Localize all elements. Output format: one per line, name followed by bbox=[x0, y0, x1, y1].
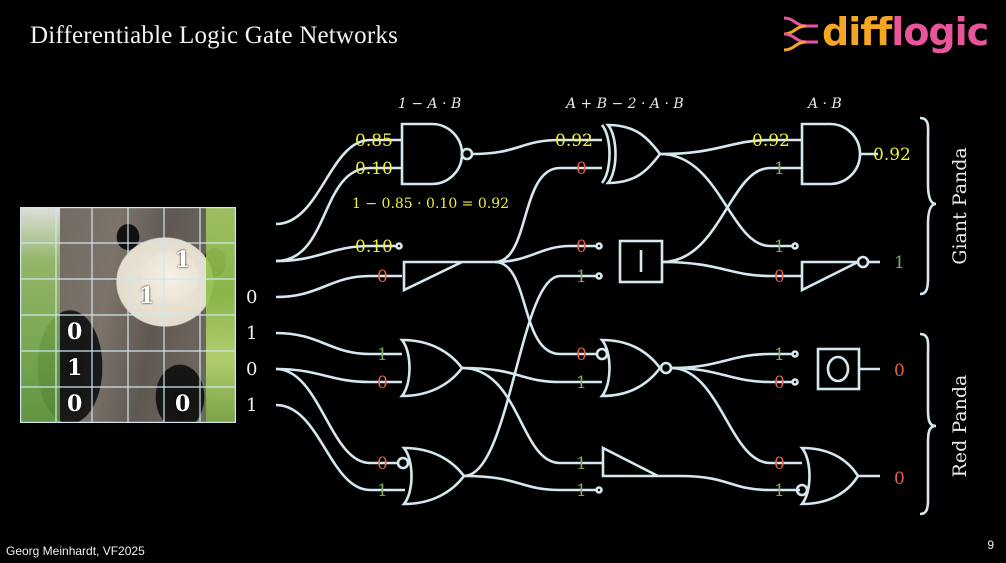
not-input-b-value: 0 bbox=[774, 267, 785, 287]
buffer-gate bbox=[402, 260, 463, 293]
and-input-b-value: 1 bbox=[774, 159, 785, 179]
xor-input-b-value: 0 bbox=[576, 159, 587, 179]
zero-output-value: 0 bbox=[894, 361, 905, 381]
or-input-a-value: 1 bbox=[377, 345, 388, 365]
buffer2-input-a-value: 1 bbox=[576, 454, 587, 474]
layer2-wires bbox=[461, 138, 602, 492]
constant-zero-gate bbox=[816, 347, 880, 391]
ident-input-b-value: 1 bbox=[576, 267, 587, 287]
logo-network-icon bbox=[783, 16, 818, 52]
input-value: 1 bbox=[246, 395, 258, 416]
nand-input-b-value: 0.10 bbox=[355, 159, 393, 179]
grid-cell-value: 0 bbox=[67, 319, 83, 345]
and-gate bbox=[800, 122, 878, 186]
difflogic-logo: difflogic bbox=[778, 10, 998, 62]
terminator-dot bbox=[595, 272, 603, 280]
or3-input-a-value: 0 bbox=[774, 454, 785, 474]
nor2-input-a-value: 0 bbox=[576, 345, 587, 365]
not-output-value: 1 bbox=[894, 253, 905, 273]
brace-red-panda bbox=[919, 332, 937, 516]
xor-gate bbox=[600, 123, 662, 185]
buffer-gate bbox=[601, 445, 659, 478]
author-footer: Georg Meinhardt, VF2025 bbox=[6, 544, 145, 558]
not-input-a-value: 1 bbox=[774, 237, 785, 257]
terminator-dot bbox=[395, 242, 403, 250]
terminator-dot bbox=[791, 350, 799, 358]
input-value: 1 bbox=[246, 323, 258, 344]
nand-gate bbox=[400, 122, 474, 186]
xor-input-a-value: 0.92 bbox=[555, 131, 593, 151]
xor-formula: A + B − 2 · A · B bbox=[564, 96, 684, 112]
nor-input-a-value: 0 bbox=[377, 454, 388, 474]
terminator-dot bbox=[595, 242, 603, 250]
example-computation: 1 − 0.85 · 0.10 = 0.92 bbox=[352, 196, 509, 212]
or3-output-value: 0 bbox=[894, 469, 905, 489]
grid-cell-value: 1 bbox=[67, 355, 83, 381]
brace-giant-panda bbox=[919, 116, 937, 296]
terminator-dot bbox=[791, 242, 799, 250]
nor-input-inverted-gate bbox=[396, 446, 466, 506]
slide-title: Differentiable Logic Gate Networks bbox=[30, 22, 399, 49]
zero-input-b-value: 0 bbox=[774, 373, 785, 393]
and-output-value: 0.92 bbox=[873, 145, 911, 165]
grid-cell-value: 1 bbox=[175, 247, 191, 273]
class-label-giant-panda: Giant Panda bbox=[949, 147, 971, 264]
input-value: 0 bbox=[246, 359, 258, 380]
nand-input-a-value: 0.85 bbox=[355, 131, 393, 151]
input-wires bbox=[275, 138, 405, 492]
page-number: 9 bbox=[987, 538, 994, 552]
nor-input-b-value: 1 bbox=[377, 481, 388, 501]
or3-input-b-value: 1 bbox=[774, 481, 785, 501]
and-formula: A · B bbox=[806, 96, 842, 112]
logo-text: difflogic bbox=[822, 10, 989, 54]
terminator-dot bbox=[791, 378, 799, 386]
or-input-inverted-gate bbox=[795, 446, 880, 506]
grid-cell-value: 1 bbox=[139, 283, 155, 309]
layer3-wires bbox=[658, 138, 802, 492]
ident-input-a-value: 0 bbox=[576, 237, 587, 257]
class-label-red-panda: Red Panda bbox=[949, 375, 971, 478]
passthrough-value: 0.10 bbox=[355, 237, 393, 257]
or-input-b-value: 0 bbox=[377, 373, 388, 393]
nand-formula: 1 − A · B bbox=[398, 96, 461, 112]
pixel-grid bbox=[20, 207, 236, 423]
not-gate bbox=[800, 255, 880, 293]
logo-text-diff: diff bbox=[822, 10, 892, 54]
zero-input-a-value: 1 bbox=[774, 345, 785, 365]
terminator-dot bbox=[595, 486, 603, 494]
or-gate bbox=[399, 338, 464, 398]
grid-cell-value: 0 bbox=[175, 391, 191, 417]
and-input-a-value: 0.92 bbox=[752, 131, 790, 151]
buffer2-input-b-value: 1 bbox=[576, 481, 587, 501]
grid-cell-value: 0 bbox=[67, 391, 83, 417]
nor2-input-b-value: 1 bbox=[576, 373, 587, 393]
buffer-input-value: 0 bbox=[377, 267, 388, 287]
logo-text-logic: logic bbox=[891, 10, 989, 54]
identity-a-gate bbox=[618, 239, 664, 284]
input-value: 0 bbox=[246, 287, 258, 308]
nor-gate bbox=[595, 338, 673, 398]
